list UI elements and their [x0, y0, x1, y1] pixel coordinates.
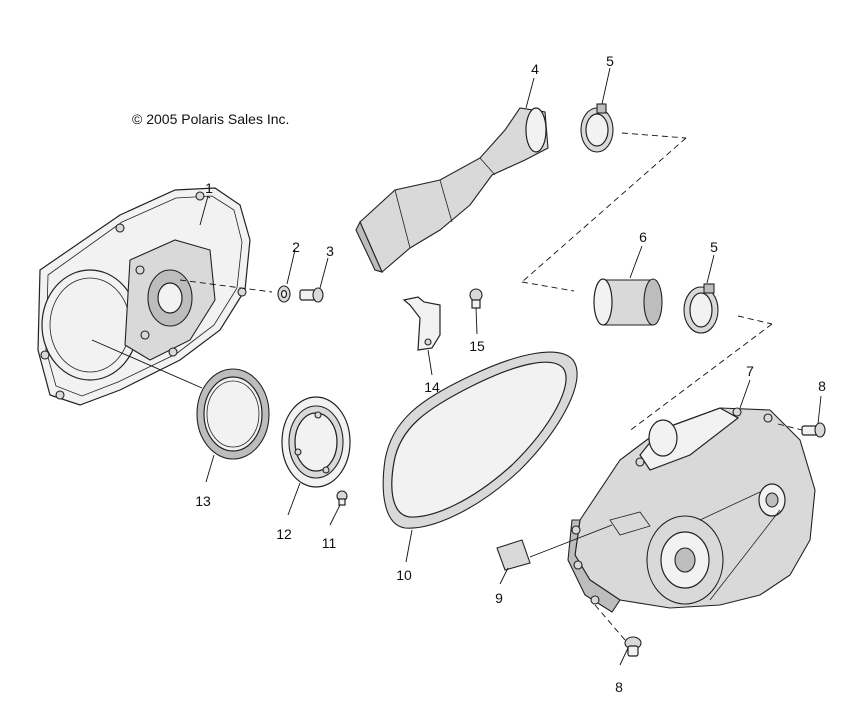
leader-8b	[619, 647, 629, 666]
leader-13-align	[91, 339, 203, 389]
callout-8b: 8	[615, 679, 623, 695]
leader-9-align	[529, 524, 613, 558]
drive-belt	[382, 351, 578, 529]
callout-9: 9	[495, 590, 503, 606]
copyright-text: © 2005 Polaris Sales Inc.	[132, 111, 289, 127]
callout-5b: 5	[710, 239, 718, 255]
screw-11	[336, 490, 348, 506]
leader-8a	[817, 395, 822, 425]
route-line-d	[737, 315, 773, 325]
route-line-a	[621, 132, 687, 139]
bolt-8-bottom	[624, 636, 642, 657]
bracket	[402, 296, 441, 351]
leader-3	[319, 257, 329, 289]
leader-9	[499, 567, 509, 585]
callout-2: 2	[292, 239, 300, 255]
leader-10	[405, 529, 413, 563]
seal-plate	[281, 396, 351, 488]
leader-14	[427, 349, 433, 376]
leader-1b	[199, 195, 209, 226]
leader-5a	[601, 67, 611, 105]
decal-label	[496, 539, 531, 571]
callout-14: 14	[424, 379, 440, 395]
route-line-c	[521, 281, 575, 292]
cover-seal	[196, 368, 270, 460]
callout-7: 7	[746, 363, 754, 379]
leader-12	[287, 482, 301, 516]
leader-5b	[706, 254, 715, 284]
washer	[277, 285, 291, 303]
duct-coupler	[593, 278, 663, 326]
hose-clamp-bottom	[683, 283, 719, 334]
leader-4	[525, 77, 535, 109]
callout-12: 12	[276, 526, 292, 542]
callout-1: 1	[205, 180, 213, 196]
leader-2	[286, 249, 296, 285]
callout-13: 13	[195, 493, 211, 509]
leader-11	[329, 504, 341, 526]
route-line-e	[627, 323, 773, 433]
outer-clutch-cover	[567, 407, 816, 613]
screw-15	[469, 288, 483, 309]
callout-10: 10	[396, 567, 412, 583]
inner-clutch-cover	[37, 187, 251, 406]
leader-13	[205, 454, 215, 483]
bolt-3	[299, 287, 324, 303]
callout-11: 11	[322, 535, 337, 551]
callout-4: 4	[531, 61, 539, 77]
callout-8a: 8	[818, 378, 826, 394]
leader-6	[629, 245, 643, 279]
leader-7	[739, 379, 751, 409]
route-line-b	[521, 137, 687, 283]
alignment-line-8a	[777, 423, 803, 431]
alignment-line-cover	[179, 279, 273, 293]
callout-5a: 5	[606, 53, 614, 69]
bolt-8-top	[801, 422, 826, 438]
callout-6: 6	[639, 229, 647, 245]
leader-15	[475, 307, 478, 335]
intake-duct	[355, 107, 549, 273]
callout-3: 3	[326, 243, 334, 259]
hose-clamp-top	[580, 103, 614, 153]
alignment-line-8b	[594, 604, 626, 641]
callout-15: 15	[469, 338, 485, 354]
